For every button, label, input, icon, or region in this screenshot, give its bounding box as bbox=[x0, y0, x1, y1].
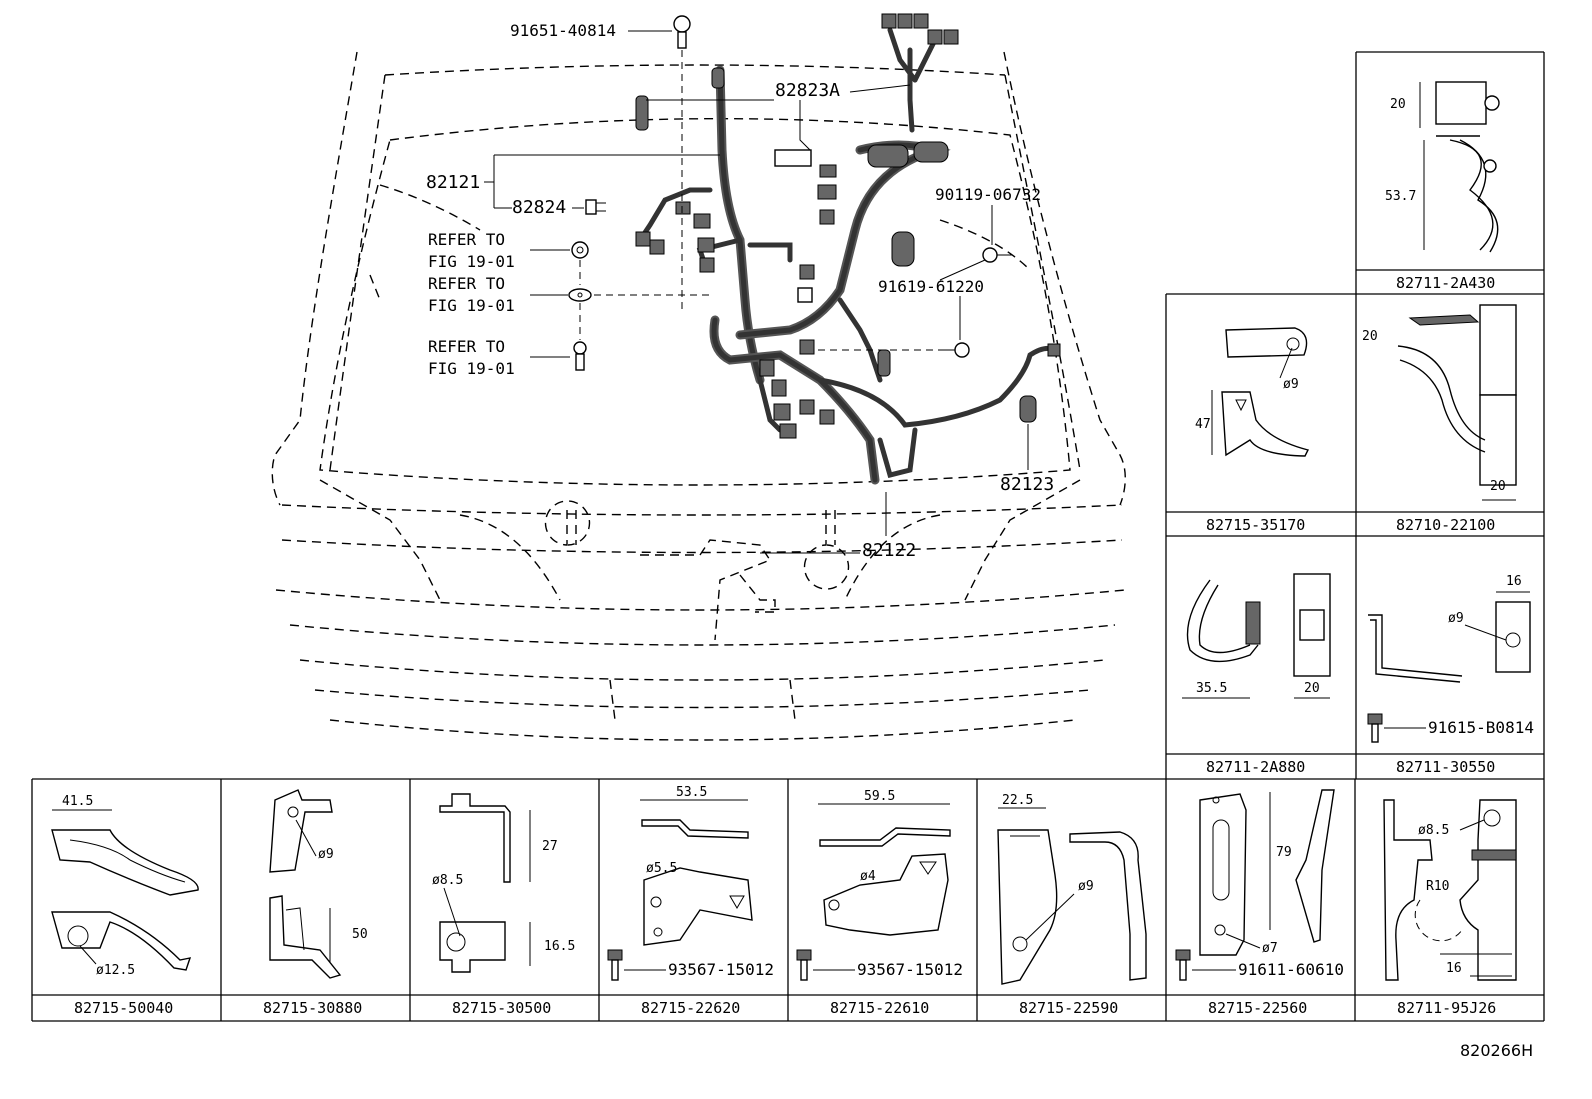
part-number-82711-95J26: 82711-95J26 bbox=[1397, 999, 1496, 1017]
callout-82824: 82824 bbox=[512, 197, 566, 218]
callout-82123: 82123 bbox=[1000, 474, 1054, 495]
dimension-label: R10 bbox=[1426, 879, 1449, 894]
figure-id: 820266H bbox=[1460, 1041, 1533, 1060]
dimension-label: 59.5 bbox=[864, 789, 895, 804]
dimension-label: 53.7 bbox=[1385, 189, 1416, 204]
refer-to-1-line2: FIG 19-01 bbox=[428, 252, 515, 271]
panel-82715-35170: 47 ø9 82715-35170 bbox=[1195, 327, 1310, 534]
dimension-label: ø9 bbox=[1283, 377, 1299, 392]
dimension-label: 35.5 bbox=[1196, 681, 1227, 696]
right-panel-grid bbox=[1165, 51, 1545, 1021]
panel-82715-50040: 41.5 ø12.5 82715-50040 bbox=[51, 794, 199, 1017]
panel-82715-22620: 53.5 ø5.5 93567-15012 82715-22620 bbox=[607, 785, 774, 1017]
part-number-82715-22560: 82715-22560 bbox=[1208, 999, 1307, 1017]
dimension-label: ø9 bbox=[1448, 611, 1464, 626]
dimension-label: 27 bbox=[542, 839, 558, 854]
part-number-82715-35170: 82715-35170 bbox=[1206, 516, 1305, 534]
panel-82711-30550: 16 ø9 91615-B0814 82711-30550 bbox=[1367, 574, 1534, 776]
panel-82715-30500: 27 ø8.5 16.5 82715-30500 bbox=[432, 793, 575, 1017]
panel-82711-2A880: 35.5 20 82711-2A880 bbox=[1182, 573, 1331, 776]
clip-icon bbox=[585, 199, 606, 215]
bolt-icon bbox=[982, 247, 1012, 263]
panel-82715-30880: ø9 50 82715-30880 bbox=[263, 789, 368, 1017]
panel-82715-22590: 22.5 ø9 82715-22590 bbox=[997, 793, 1147, 1017]
panel-82711-2A430: 20 53.7 82711-2A430 bbox=[1385, 81, 1500, 292]
bolt-icon bbox=[796, 949, 812, 981]
part-number-82711-2A880: 82711-2A880 bbox=[1206, 758, 1305, 776]
part-number-82715-22620: 82715-22620 bbox=[641, 999, 740, 1017]
part-number-82715-22610: 82715-22610 bbox=[830, 999, 929, 1017]
bolt-icon bbox=[945, 342, 970, 358]
dimension-label: ø9 bbox=[1078, 879, 1094, 894]
dimension-label: ø5.5 bbox=[646, 861, 677, 876]
callout-91619-61220: 91619-61220 bbox=[878, 277, 984, 296]
part-number-82710-22100: 82710-22100 bbox=[1396, 516, 1495, 534]
panel-82711-95J26: ø8.5 R10 16 82711-95J26 bbox=[1383, 799, 1517, 1017]
part-number-82715-30880: 82715-30880 bbox=[263, 999, 362, 1017]
dimension-label: 47 bbox=[1195, 417, 1211, 432]
bolt-icon bbox=[1367, 713, 1383, 743]
bolt-91611-60610: 91611-60610 bbox=[1238, 960, 1344, 979]
dimension-label: 16 bbox=[1446, 961, 1462, 976]
wire-harness bbox=[635, 13, 1061, 485]
dimension-label: 20 bbox=[1362, 329, 1378, 344]
nut-icon bbox=[571, 241, 589, 259]
callout-82121: 82121 bbox=[426, 172, 480, 193]
refer-to-2-line2: FIG 19-01 bbox=[428, 296, 515, 315]
bolt-93567-15012: 93567-15012 bbox=[668, 960, 774, 979]
bolt-93567-15012: 93567-15012 bbox=[857, 960, 963, 979]
dimension-label: ø4 bbox=[860, 869, 876, 884]
dimension-label: 22.5 bbox=[1002, 793, 1033, 808]
part-number-82711-2A430: 82711-2A430 bbox=[1396, 274, 1495, 292]
dimension-label: 50 bbox=[352, 927, 368, 942]
callout-82122: 82122 bbox=[862, 540, 916, 561]
refer-to-3-line1: REFER TO bbox=[428, 337, 505, 356]
callout-90119-06732: 90119-06732 bbox=[935, 185, 1041, 204]
dimension-label: 16.5 bbox=[544, 939, 575, 954]
dimension-label: 20 bbox=[1390, 97, 1406, 112]
bolt-icon bbox=[673, 15, 691, 49]
bolt-91615-B0814: 91615-B0814 bbox=[1428, 718, 1534, 737]
dimension-label: ø7 bbox=[1262, 941, 1278, 956]
dimension-label: 79 bbox=[1276, 845, 1292, 860]
part-number-82715-50040: 82715-50040 bbox=[74, 999, 173, 1017]
washer-icon bbox=[568, 288, 592, 302]
main-callouts: 91651-40814 82823A 82121 82824 REFER TO … bbox=[426, 15, 1054, 561]
dimension-label: ø12.5 bbox=[96, 963, 135, 978]
refer-to-1-line1: REFER TO bbox=[428, 230, 505, 249]
refer-to-3-line2: FIG 19-01 bbox=[428, 359, 515, 378]
panel-82715-22560: 79 ø7 91611-60610 82715-22560 bbox=[1175, 789, 1344, 1017]
bolt-icon bbox=[573, 341, 587, 371]
refer-to-2-line1: REFER TO bbox=[428, 274, 505, 293]
dimension-label: 20 bbox=[1304, 681, 1320, 696]
car-body-outline bbox=[271, 51, 1126, 741]
dimension-label: 53.5 bbox=[676, 785, 707, 800]
panel-82715-22610: 59.5 ø4 93567-15012 82715-22610 bbox=[796, 789, 963, 1017]
dimension-label: 16 bbox=[1506, 574, 1522, 589]
dimension-label: ø8.5 bbox=[1418, 823, 1449, 838]
bottom-panel-grid bbox=[31, 778, 1544, 1022]
dimension-label: 20 bbox=[1490, 479, 1506, 494]
bolt-icon bbox=[1175, 949, 1191, 981]
dimension-label: ø8.5 bbox=[432, 873, 463, 888]
part-number-82715-30500: 82715-30500 bbox=[452, 999, 551, 1017]
part-number-82715-22590: 82715-22590 bbox=[1019, 999, 1118, 1017]
bolt-icon bbox=[607, 949, 623, 981]
dimension-label: ø9 bbox=[318, 847, 334, 862]
panel-82710-22100: 20 20 82710-22100 bbox=[1362, 304, 1517, 534]
dimension-label: 41.5 bbox=[62, 794, 93, 809]
part-number-82711-30550: 82711-30550 bbox=[1396, 758, 1495, 776]
callout-91651-40814: 91651-40814 bbox=[510, 21, 616, 40]
callout-82823A: 82823A bbox=[775, 80, 840, 101]
